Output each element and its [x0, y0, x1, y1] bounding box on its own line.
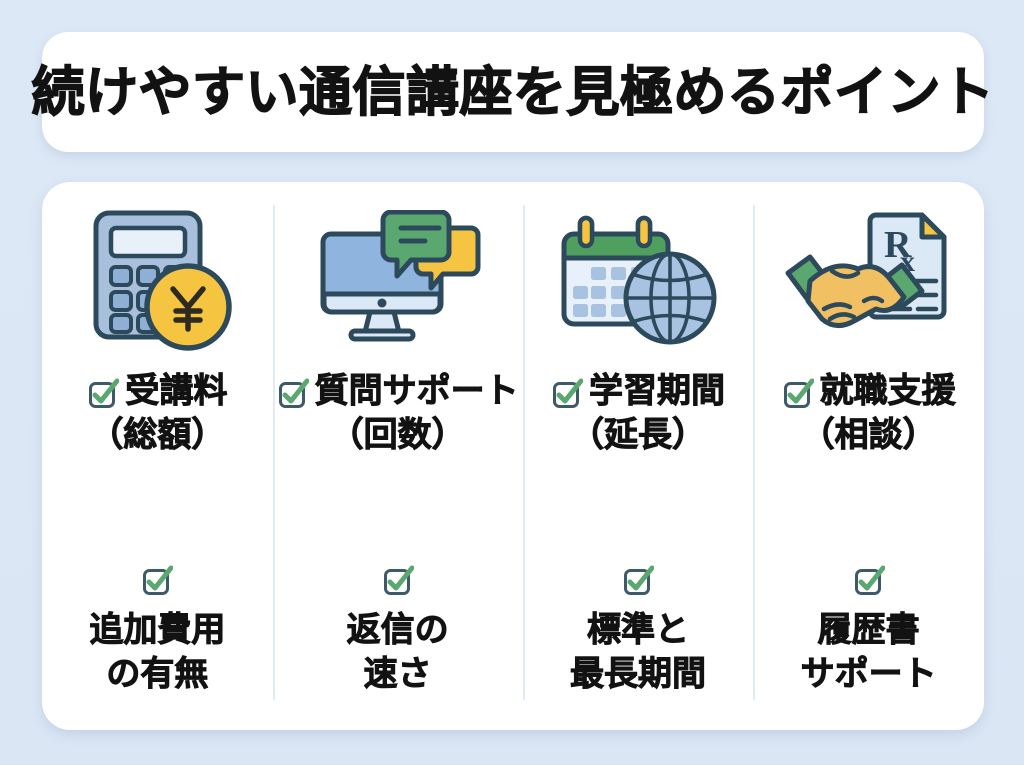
checkbox-checked-icon — [622, 564, 654, 596]
point-subitem-tuition: 追加費用 の有無 — [89, 564, 226, 696]
monitor-chat-icon — [277, 204, 519, 356]
point-label-career: 就職支援 （相談） — [782, 370, 956, 457]
calendar-globe-icon — [527, 204, 750, 356]
point-subitem-label: 返信の 速さ — [346, 608, 449, 696]
point-label-line2: （総額） — [89, 415, 226, 454]
checkbox-checked-icon — [87, 377, 120, 409]
checkbox-checked-icon — [141, 564, 174, 596]
point-label-period: 学習期間 （延長） — [551, 370, 725, 457]
point-subitem-line2: の有無 — [106, 654, 209, 693]
point-subitem-support: 返信の 速さ — [346, 564, 449, 696]
point-subitem-line2: サポート — [800, 654, 937, 693]
point-column-support: 質問サポート （回数） 返信の 速さ — [272, 182, 523, 730]
point-column-career: R x — [753, 182, 984, 730]
point-subitem-career: 履歴書 サポート — [800, 564, 937, 696]
points-card: 受講料 （総額） 追加費用 の有無 — [42, 182, 984, 730]
point-label-line1: 受講料 — [125, 372, 228, 411]
point-label-line1: 質問サポート — [314, 372, 519, 411]
page-title: 続けやすい通信講座を見極めるポイント — [31, 62, 995, 122]
checkbox-checked-icon — [782, 377, 814, 409]
point-subitem-line1: 履歴書 — [817, 610, 920, 649]
point-column-tuition: 受講料 （総額） 追加費用 の有無 — [42, 182, 273, 730]
svg-text:R: R — [884, 224, 912, 266]
point-label-tuition: 受講料 （総額） — [87, 370, 228, 457]
point-label-line1: 就職支援 — [819, 372, 956, 411]
point-label-line2: （相談） — [800, 415, 937, 454]
point-subitem-line2: 最長期間 — [570, 654, 707, 693]
point-label-support: 質問サポート （回数） — [277, 370, 519, 457]
point-column-period: 学習期間 （延長） 標準と 最長期間 — [522, 182, 754, 730]
point-subitem-line1: 標準と — [587, 610, 690, 649]
point-subitem-line1: 追加費用 — [89, 610, 226, 649]
point-subitem-label: 標準と 最長期間 — [570, 608, 707, 696]
checkbox-checked-icon — [853, 564, 885, 596]
point-label-line1: 学習期間 — [589, 372, 726, 411]
point-subitem-label: 追加費用 の有無 — [89, 608, 226, 696]
point-subitem-label: 履歴書 サポート — [800, 608, 937, 696]
calculator-yen-icon — [46, 204, 269, 356]
point-subitem-line1: 返信の — [346, 610, 449, 649]
title-card: 続けやすい通信講座を見極めるポイント — [31, 32, 995, 152]
point-label-line2: （延長） — [570, 415, 707, 454]
handshake-document-icon: R x — [757, 204, 980, 356]
checkbox-checked-icon — [277, 377, 309, 409]
point-subitem-period: 標準と 最長期間 — [570, 564, 706, 696]
checkbox-checked-icon — [551, 377, 583, 409]
point-subitem-line2: 速さ — [363, 654, 432, 693]
checkbox-checked-icon — [382, 564, 414, 596]
point-label-line2: （回数） — [329, 415, 466, 454]
